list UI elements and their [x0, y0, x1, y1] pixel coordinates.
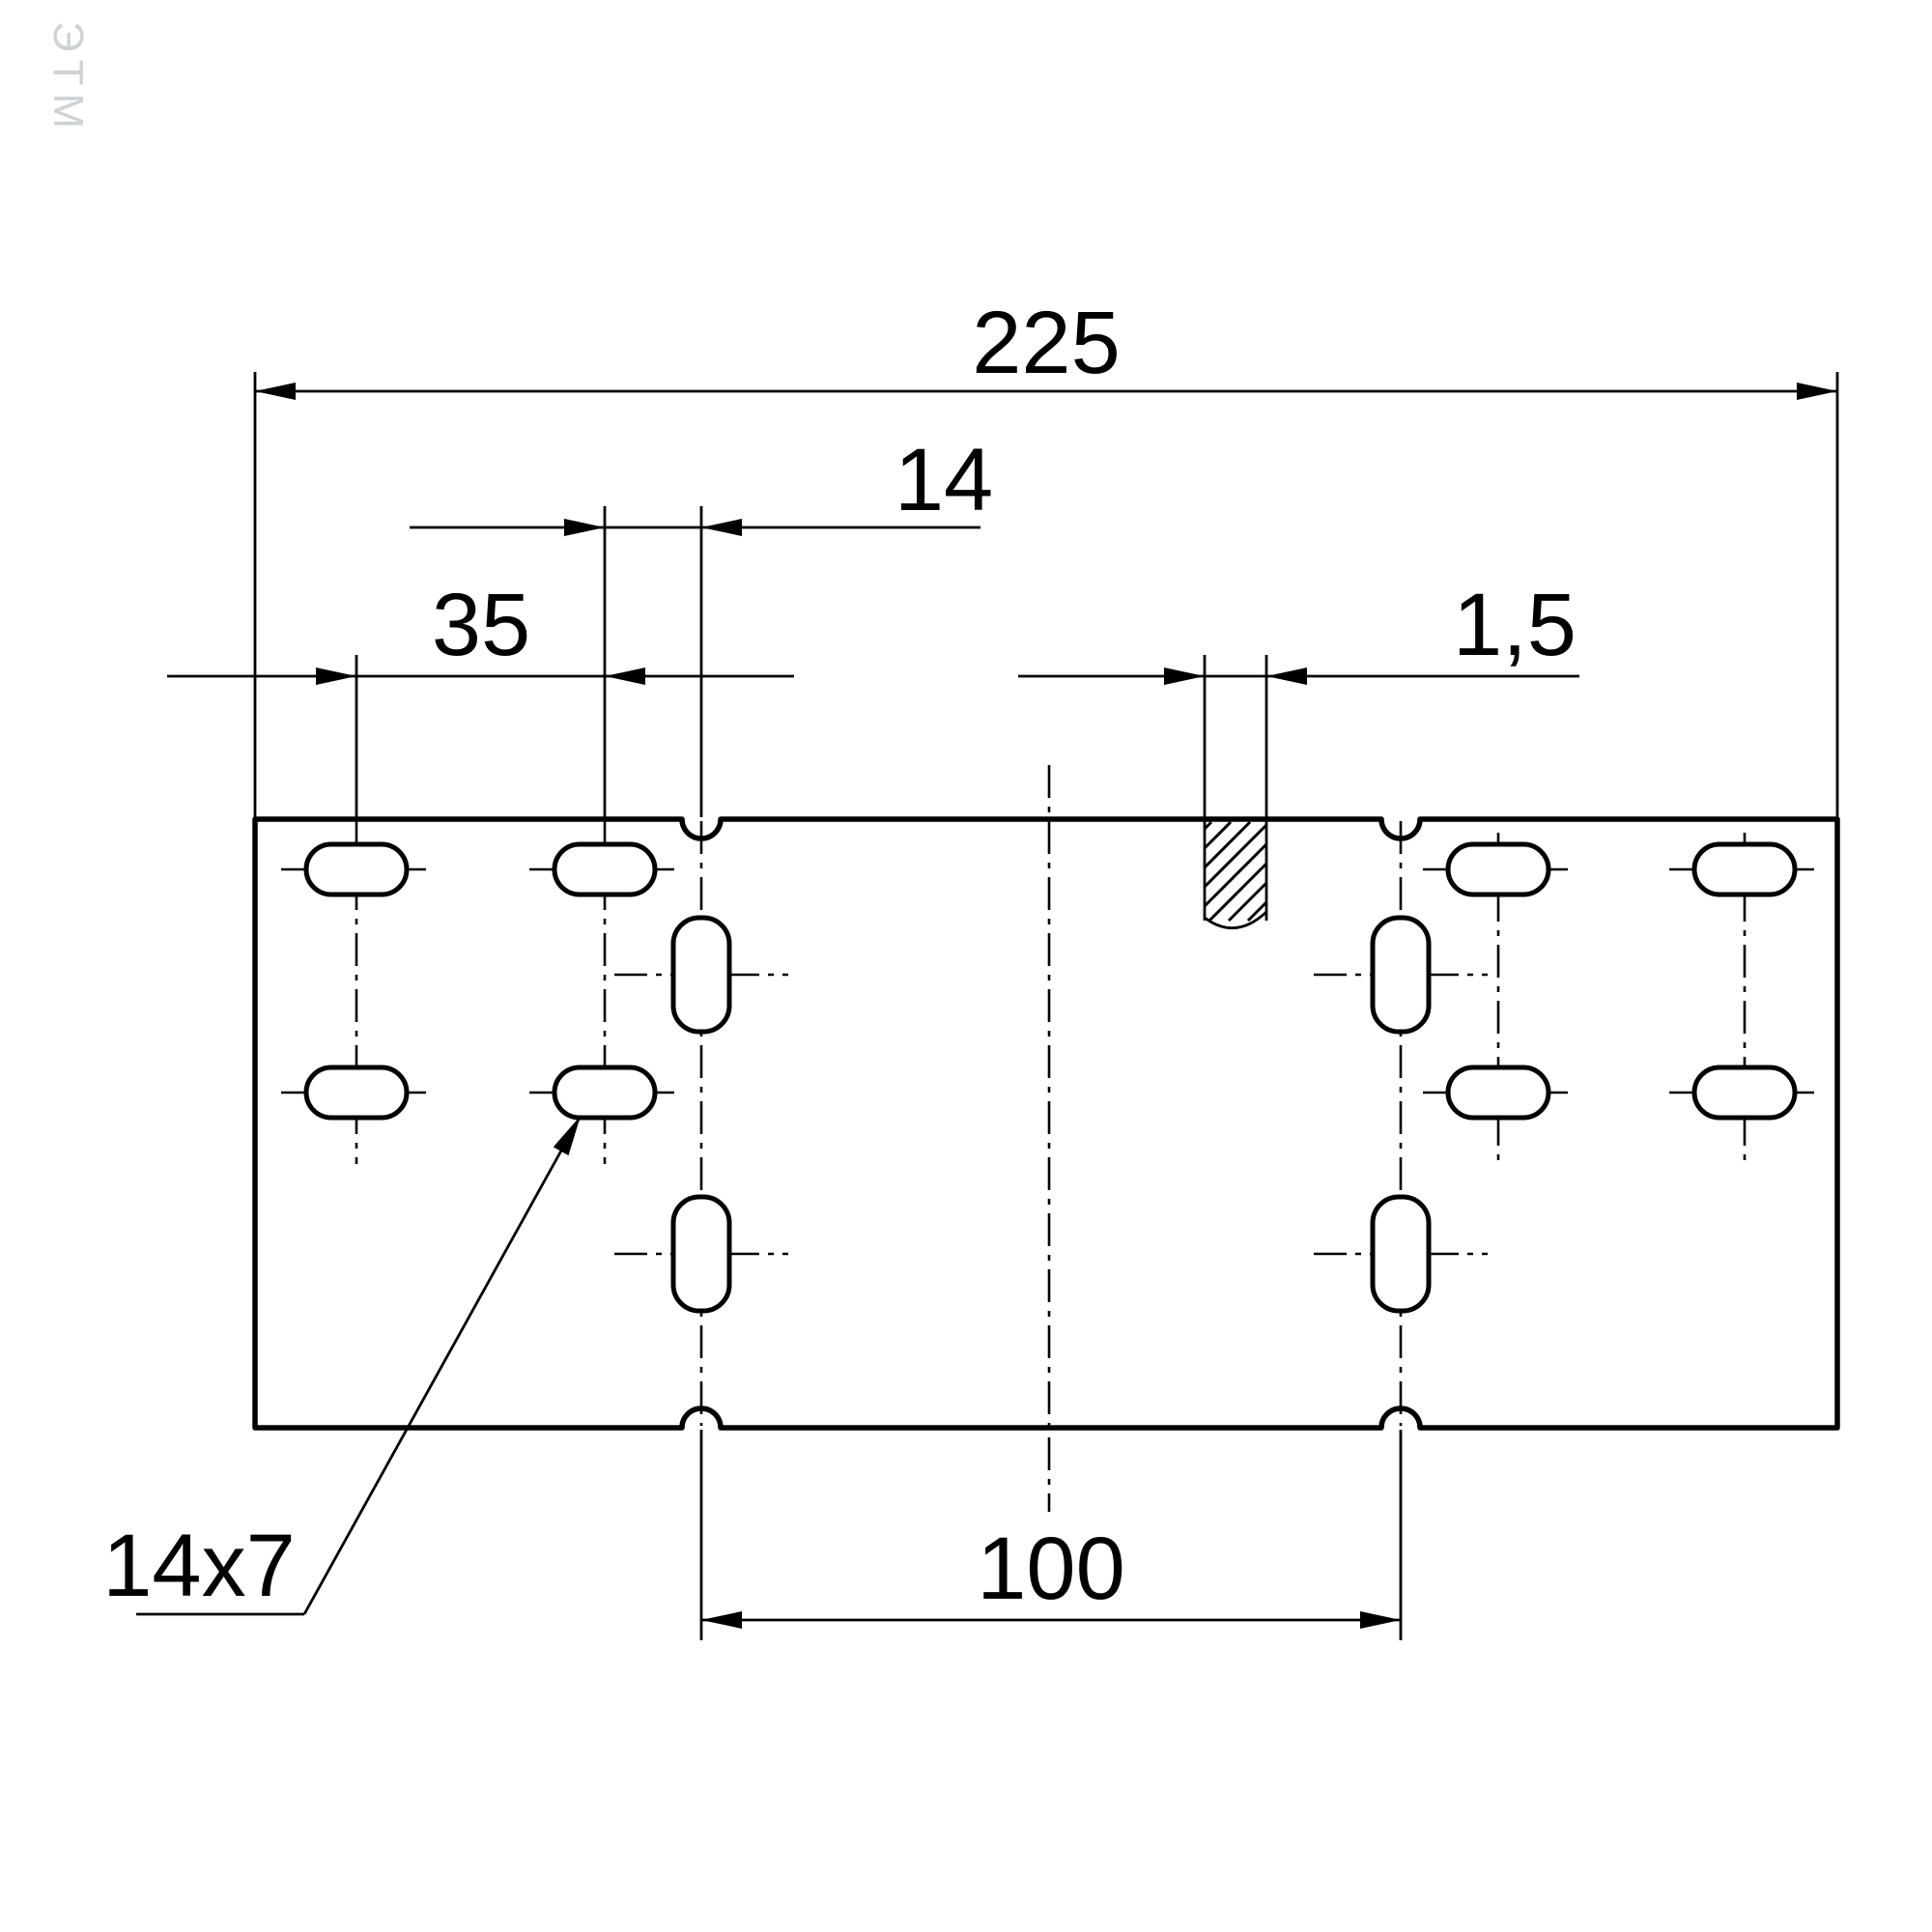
vertical-slot	[670, 915, 732, 1035]
oblong-hole	[552, 841, 658, 897]
vertical-slots	[670, 915, 1432, 1314]
dimension-35-label: 35	[432, 576, 530, 674]
dimension-1-5-label: 1,5	[1453, 576, 1577, 674]
dimension-hole-spacing: 35	[167, 576, 794, 685]
oblong-hole	[303, 1065, 410, 1121]
arrowhead	[605, 668, 645, 685]
hatch-break-line	[1204, 910, 1267, 930]
oblong-hole	[1691, 1065, 1798, 1121]
oblong-hole	[1445, 841, 1551, 897]
vertical-slot	[670, 1194, 732, 1314]
oblong-hole	[303, 841, 410, 897]
oblong-hole	[1445, 1065, 1551, 1121]
watermark-text: ЭТМ	[44, 21, 92, 136]
dimension-14-label: 14	[895, 431, 993, 529]
extension-lines	[253, 372, 1839, 1640]
arrowhead	[701, 1611, 742, 1629]
arrowhead	[564, 519, 605, 536]
arrowhead	[1360, 1611, 1401, 1629]
arrowhead	[255, 383, 296, 400]
slot-size-label: 14x7	[102, 1517, 296, 1615]
hatch-section	[1203, 820, 1268, 930]
slot-size-callout: 14x7	[102, 1115, 582, 1616]
arrowhead	[1797, 383, 1837, 400]
oblong-hole	[1691, 841, 1798, 897]
dimension-notch-spacing: 100	[701, 1520, 1401, 1629]
dimension-225-label: 225	[972, 294, 1121, 392]
arrowhead	[1266, 668, 1307, 685]
arrowhead	[701, 519, 742, 536]
vertical-slot	[1370, 915, 1432, 1035]
dimension-material-thickness: 1,5	[1018, 576, 1579, 685]
oblong-holes	[303, 841, 1798, 1121]
plate-outline	[252, 816, 1840, 1431]
dimension-overall-width: 225	[255, 294, 1837, 400]
arrowhead	[553, 1116, 581, 1156]
arrowhead	[316, 668, 356, 685]
oblong-hole	[552, 1065, 658, 1121]
arrowhead	[1164, 668, 1205, 685]
vertical-slot	[1370, 1194, 1432, 1314]
dimension-hole-to-notch: 14	[410, 431, 993, 536]
dimension-100-label: 100	[977, 1520, 1125, 1618]
